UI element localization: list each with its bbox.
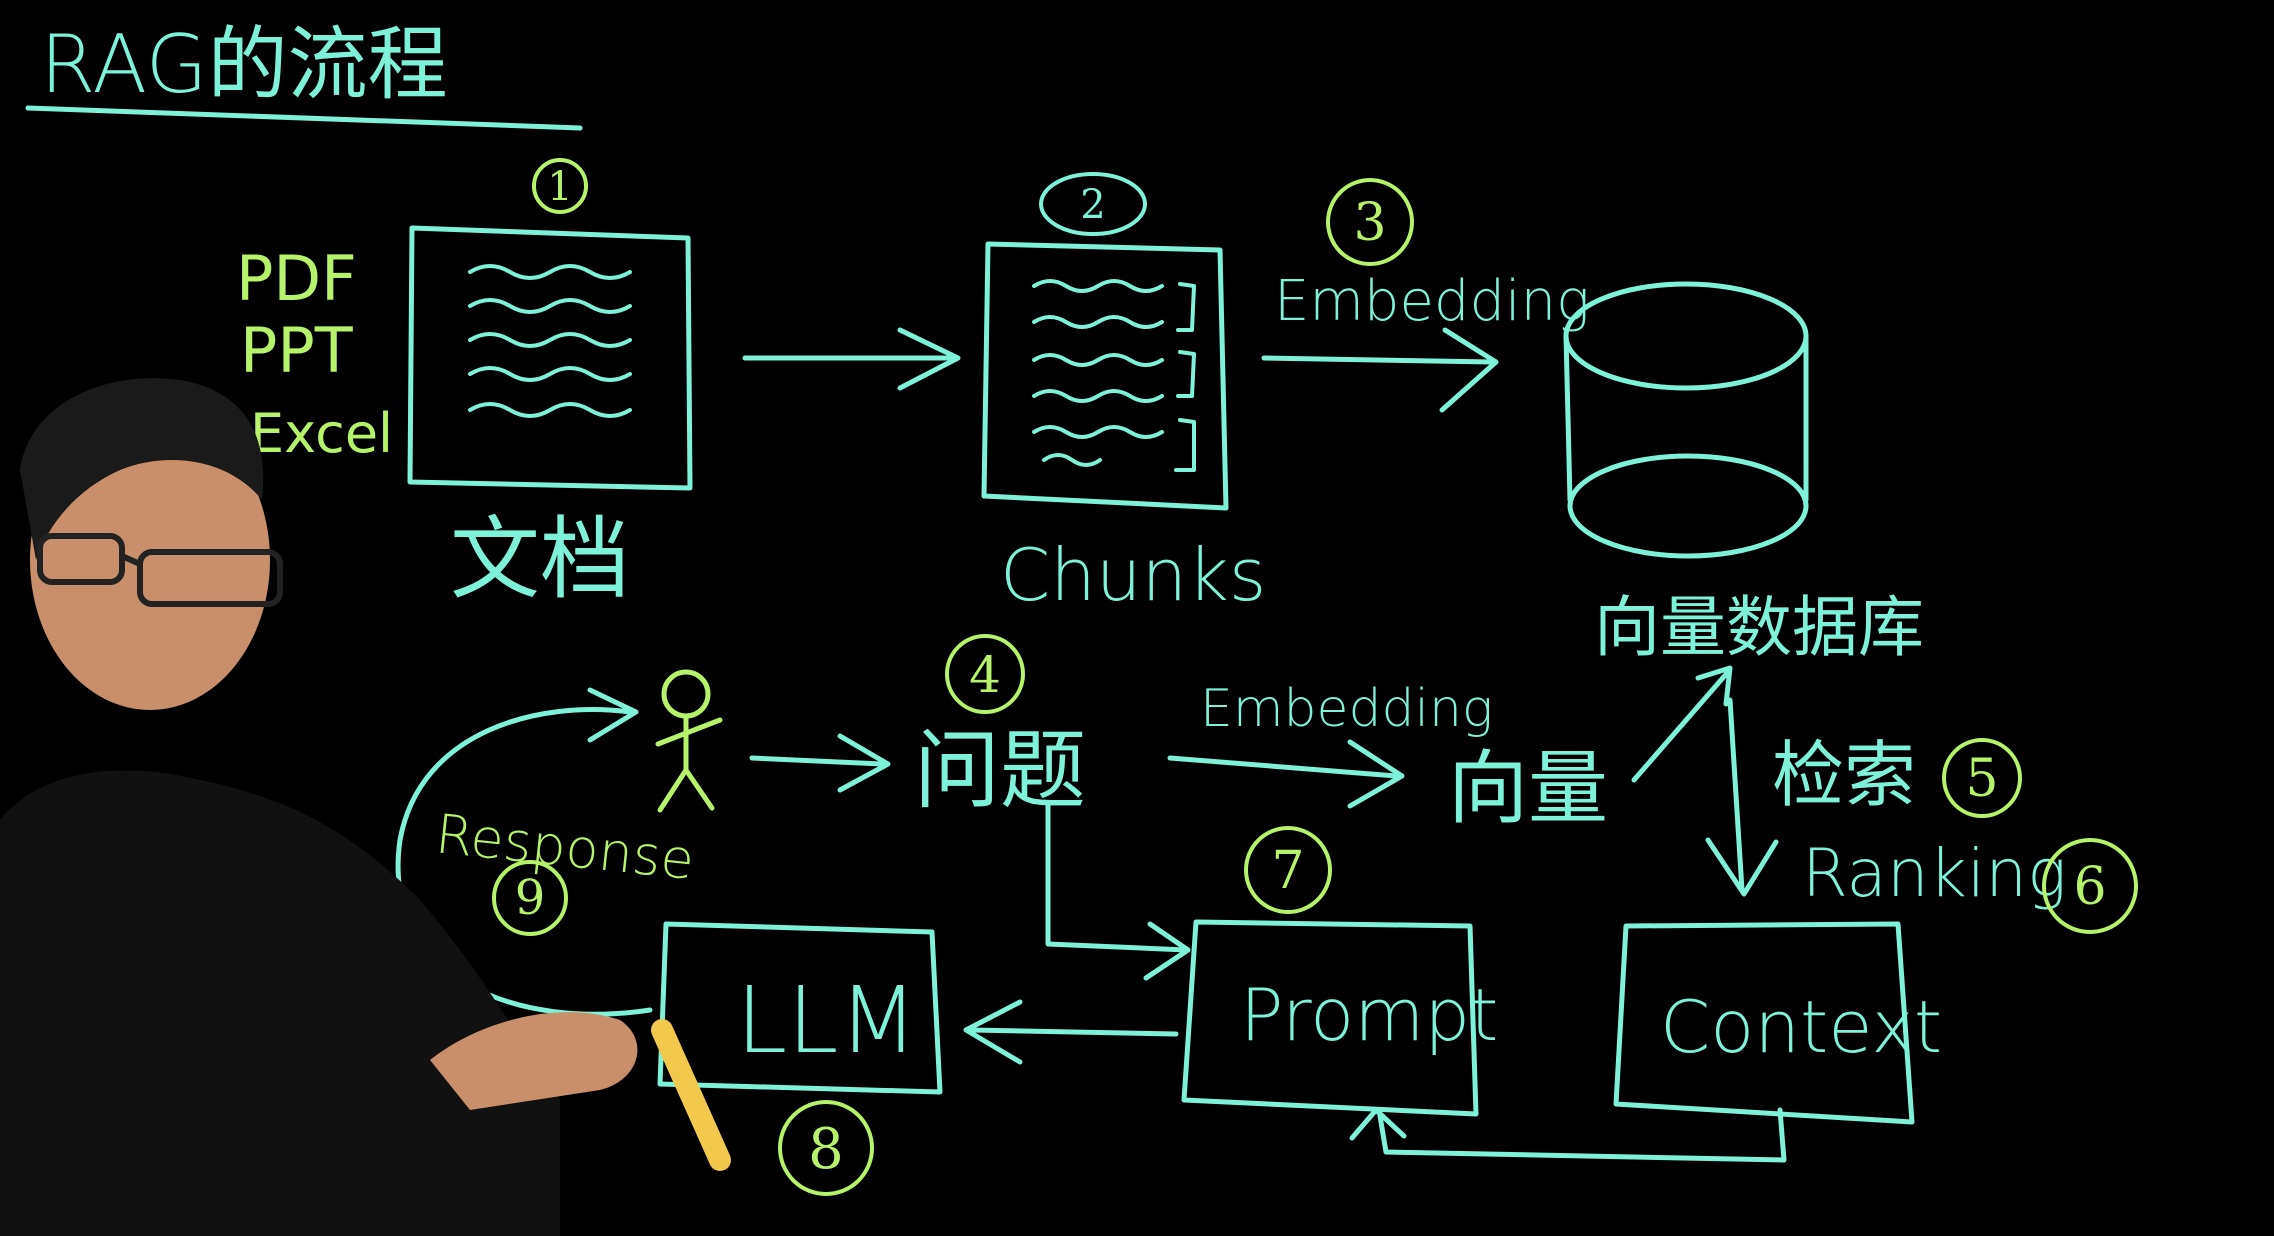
step-1-marker: 1	[532, 158, 588, 214]
question-label: 问题	[914, 721, 1086, 821]
prompt-label: Prompt	[1240, 973, 1498, 1057]
step-7-marker: 7	[1244, 826, 1332, 914]
embedding-label-top: Embedding	[1274, 269, 1590, 334]
prompt-box: Prompt	[1181, 919, 1498, 1117]
doc-types-list: PDF PPT Excel	[236, 242, 393, 465]
retrieval-label: 检索	[1772, 733, 1916, 817]
doc-type-ppt: PPT	[240, 314, 354, 387]
step-9-number: 9	[515, 870, 546, 926]
arrow-doc-to-chunks	[742, 327, 961, 391]
document-label: 文档	[450, 507, 630, 612]
step-2-marker: 2	[1039, 172, 1147, 236]
arrow-prompt-to-llm	[963, 999, 1179, 1065]
document-icon	[407, 225, 693, 491]
vector-db-label: 向量数据库	[1594, 589, 1924, 666]
context-box: Context	[1613, 921, 1942, 1125]
step-6-number: 6	[2073, 857, 2106, 917]
llm-label: LLM	[736, 967, 918, 1074]
doc-type-pdf: PDF	[236, 242, 357, 315]
arrow-question-to-vector	[1167, 739, 1405, 809]
step-4-marker: 4	[945, 634, 1025, 714]
context-label: Context	[1660, 985, 1942, 1069]
chunks-label: Chunks	[1000, 533, 1266, 617]
response-label: Response	[433, 802, 698, 892]
step-3-number: 3	[1353, 193, 1386, 253]
arrow-llm-to-user-response	[395, 687, 653, 1017]
vector-database-icon	[1563, 281, 1809, 559]
arrow-context-to-prompt	[1349, 1107, 1787, 1163]
step-5-marker: 5	[1942, 738, 2022, 818]
embedding-label-mid: Embedding	[1200, 679, 1493, 739]
arrow-vector-to-vectordb	[1631, 665, 1733, 783]
title-underline	[25, 105, 583, 131]
doc-type-excel: Excel	[250, 402, 393, 465]
ranking-label: Ranking	[1802, 835, 2067, 912]
chunks-icon	[981, 241, 1229, 511]
step-6-marker: 6	[2042, 838, 2138, 934]
arrow-question-to-prompt	[1045, 801, 1191, 981]
step-5-number: 5	[1965, 749, 1998, 809]
step-9-marker: 9	[492, 860, 568, 936]
arrow-chunks-to-vectordb	[1261, 327, 1499, 413]
vector-label: 向量	[1448, 742, 1608, 835]
step-7-number: 7	[1271, 841, 1304, 901]
step-8-number: 8	[808, 1117, 844, 1182]
step-2-number: 2	[1080, 182, 1105, 228]
presenter-figure	[0, 378, 731, 1236]
arrow-user-to-question	[749, 733, 891, 793]
llm-box: LLM	[657, 921, 943, 1095]
step-3-marker: 3	[1326, 178, 1414, 266]
step-4-number: 4	[969, 646, 1001, 704]
user-stick-figure-icon	[655, 669, 723, 813]
arrow-vectordb-to-context	[1705, 697, 1779, 897]
step-1-number: 1	[547, 164, 572, 210]
page-title: RAG的流程	[40, 18, 448, 111]
step-8-marker: 8	[778, 1100, 874, 1196]
